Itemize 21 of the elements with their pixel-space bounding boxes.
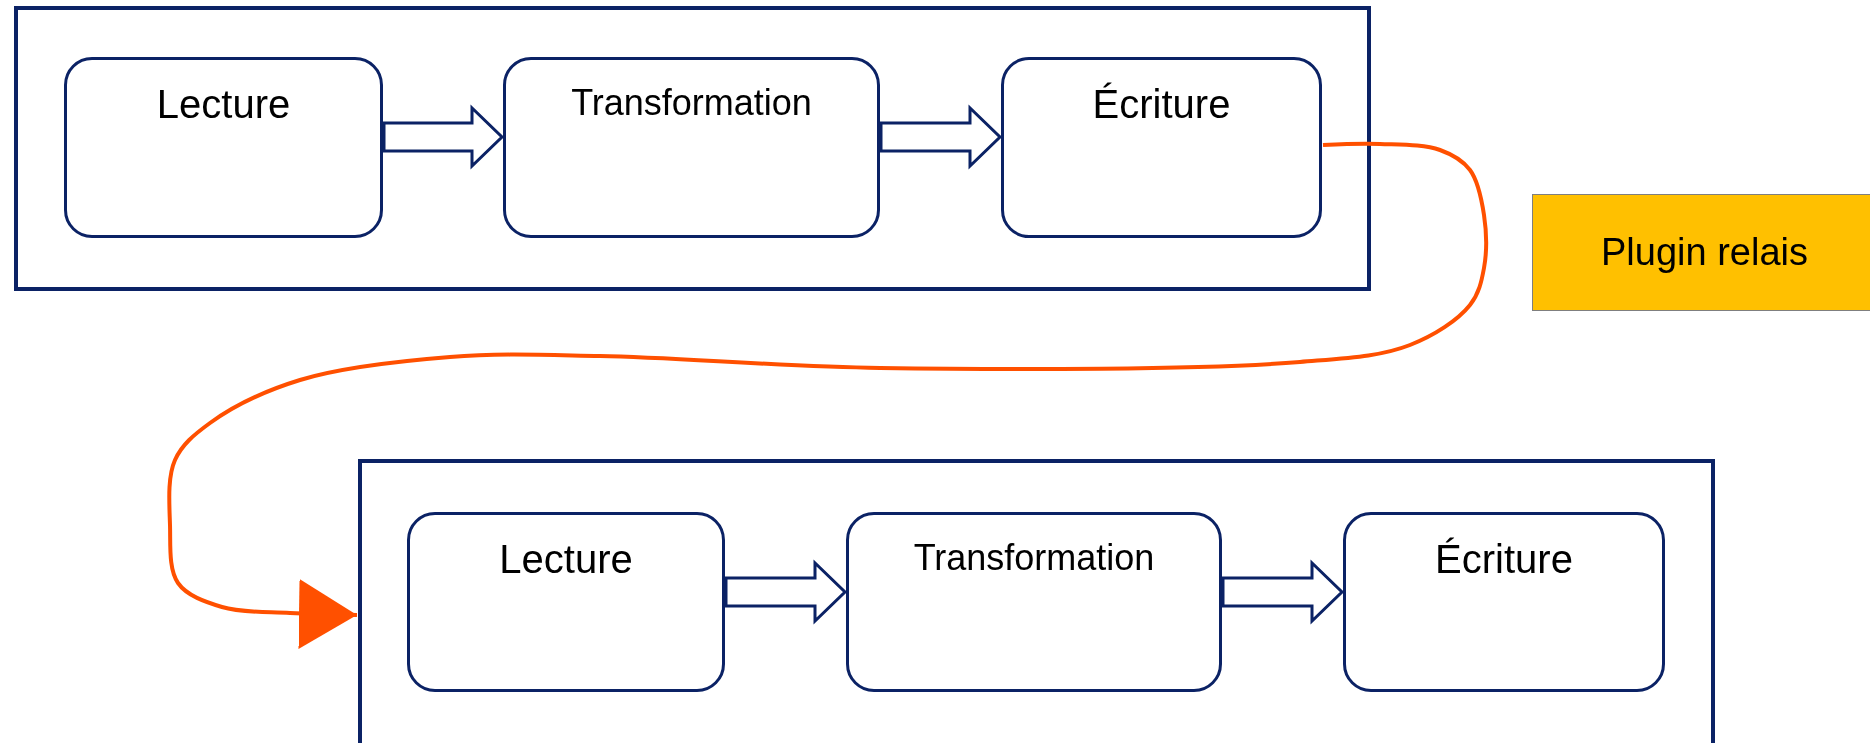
node-label: Plugin relais (1601, 231, 1808, 274)
curved-arrow (167, 141, 1488, 650)
block-arrow (879, 104, 1003, 170)
node-label: Transformation (913, 537, 1155, 579)
node-label: Lecture (156, 82, 291, 127)
node-label: Écriture (1092, 82, 1231, 127)
process-box (407, 512, 725, 692)
block-arrow (724, 559, 848, 625)
block-arrow (382, 104, 505, 170)
plugin-box (1532, 194, 1870, 311)
process-box (1343, 512, 1665, 692)
node-label: Lecture (499, 537, 633, 582)
node-label: Écriture (1435, 537, 1573, 582)
process-box (503, 57, 880, 238)
container-box (14, 6, 1371, 291)
block-arrow (1221, 559, 1345, 625)
node-label: Transformation (571, 82, 812, 124)
process-box (846, 512, 1222, 692)
process-box (64, 57, 383, 238)
container-box (358, 459, 1715, 743)
process-box (1001, 57, 1322, 238)
